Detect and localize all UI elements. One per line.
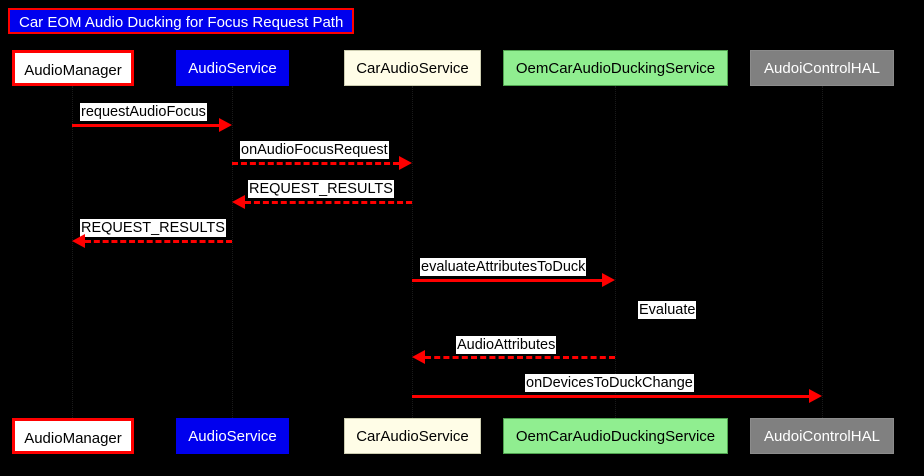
message-line-request-results-to-audio-service bbox=[245, 201, 412, 204]
participant-car-audio-service-bottom[interactable]: CarAudioService bbox=[344, 418, 481, 454]
message-line-audio-attributes bbox=[425, 356, 615, 359]
lifeline-oem-car-audio-ducking-service bbox=[615, 86, 616, 418]
diagram-title: Car EOM Audio Ducking for Focus Request … bbox=[8, 8, 355, 34]
arrow-head-evaluate-attributes-to-duck bbox=[602, 273, 615, 287]
participant-audio-manager-bottom[interactable]: AudioManager bbox=[12, 418, 134, 454]
lifeline-car-audio-service bbox=[412, 86, 413, 418]
message-line-request-results-to-audio-manager bbox=[85, 240, 232, 243]
participant-audio-service-top[interactable]: AudioService bbox=[176, 50, 289, 86]
participant-car-audio-service-top[interactable]: CarAudioService bbox=[344, 50, 481, 86]
arrow-head-on-audio-focus-request bbox=[399, 156, 412, 170]
participant-audio-manager-top[interactable]: AudioManager bbox=[12, 50, 134, 86]
message-label-on-audio-focus-request: onAudioFocusRequest bbox=[240, 141, 389, 159]
message-label-request-results-to-audio-service: REQUEST_RESULTS bbox=[248, 180, 394, 198]
message-label-evaluate-attributes-to-duck: evaluateAttributesToDuck bbox=[420, 258, 587, 276]
message-line-on-audio-focus-request bbox=[232, 162, 399, 165]
arrow-head-audio-attributes bbox=[412, 350, 425, 364]
lifeline-audio-manager bbox=[72, 86, 73, 418]
arrow-head-request-results-to-audio-manager bbox=[72, 234, 85, 248]
arrow-head-on-devices-to-duck-change bbox=[809, 389, 822, 403]
message-label-audio-attributes: AudioAttributes bbox=[456, 336, 557, 354]
note-evaluate: Evaluate bbox=[638, 301, 697, 319]
participant-oem-car-audio-ducking-service-bottom[interactable]: OemCarAudioDuckingService bbox=[503, 418, 728, 454]
arrow-head-request-results-to-audio-service bbox=[232, 195, 245, 209]
participant-audoi-control-hal-bottom[interactable]: AudoiControlHAL bbox=[750, 418, 894, 454]
message-line-evaluate-attributes-to-duck bbox=[412, 279, 602, 282]
lifeline-audio-service bbox=[232, 86, 233, 418]
message-line-request-audio-focus bbox=[72, 124, 219, 127]
arrow-head-request-audio-focus bbox=[219, 118, 232, 132]
message-label-request-audio-focus: requestAudioFocus bbox=[80, 103, 207, 121]
participant-oem-car-audio-ducking-service-top[interactable]: OemCarAudioDuckingService bbox=[503, 50, 728, 86]
message-label-request-results-to-audio-manager: REQUEST_RESULTS bbox=[80, 219, 226, 237]
lifeline-audoi-control-hal bbox=[822, 86, 823, 418]
participant-audio-service-bottom[interactable]: AudioService bbox=[176, 418, 289, 454]
message-line-on-devices-to-duck-change bbox=[412, 395, 809, 398]
participant-audoi-control-hal-top[interactable]: AudoiControlHAL bbox=[750, 50, 894, 86]
message-label-on-devices-to-duck-change: onDevicesToDuckChange bbox=[525, 374, 694, 392]
